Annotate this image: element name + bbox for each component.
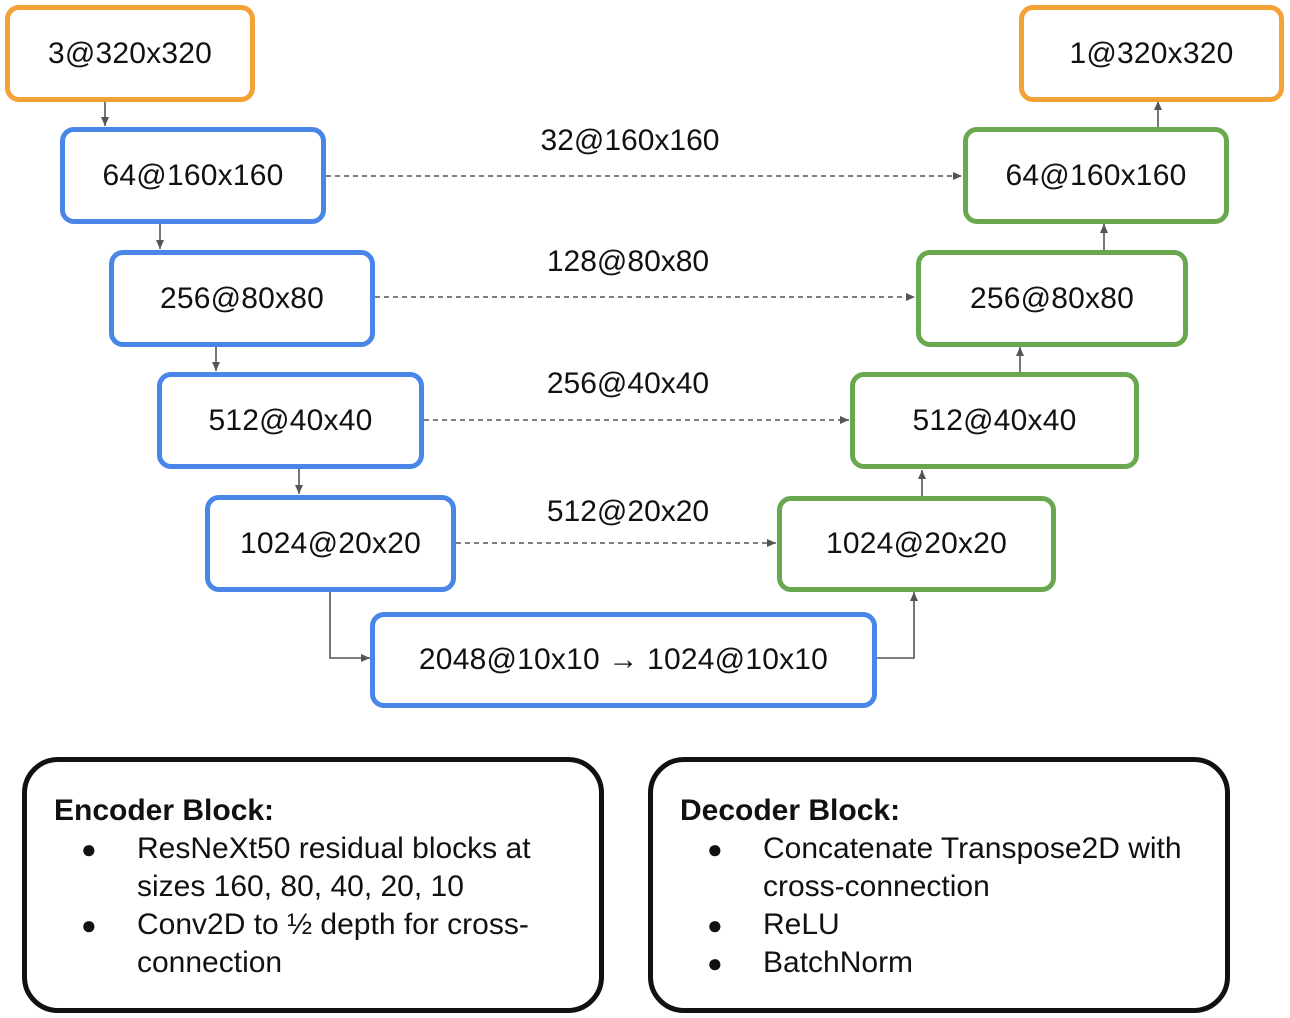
skip-label-2: 128@80x80 — [546, 245, 710, 278]
bullet-icon: ● — [707, 948, 723, 978]
decoder-legend-item: ● ReLU — [680, 906, 1205, 944]
decoder-legend-list: ● Concatenate Transpose2D with cross-con… — [680, 830, 1205, 982]
decoder-legend-text: BatchNorm — [763, 946, 914, 979]
encoder-legend-list: ● ResNeXt50 residual blocks at sizes 160… — [54, 830, 579, 982]
encoder-legend-title: Encoder Block: — [54, 794, 275, 827]
skip-label-3: 256@40x40 — [546, 367, 710, 400]
encoder-node-40: 512@40x40 — [157, 372, 424, 469]
encoder-node-160: 64@160x160 — [60, 127, 326, 224]
encoder-node-20: 1024@20x20 — [205, 495, 456, 592]
output-node: 1@320x320 — [1019, 5, 1284, 102]
arrow-enc4-to-bottleneck — [329, 590, 370, 662]
encoder-legend-text: ResNeXt50 residual blocks at sizes 160, … — [137, 832, 531, 903]
encoder-legend-text: Conv2D to ½ depth for cross-connection — [137, 908, 529, 979]
bullet-icon: ● — [707, 834, 723, 864]
bottleneck-node: 2048@10x10 → 1024@10x10 — [370, 612, 877, 708]
decoder-node-80: 256@80x80 — [916, 250, 1188, 347]
input-node: 3@320x320 — [5, 5, 255, 102]
decoder-legend-text: Concatenate Transpose2D with cross-conne… — [763, 832, 1182, 903]
decoder-node-160: 64@160x160 — [963, 127, 1229, 224]
bullet-icon: ● — [81, 910, 97, 940]
encoder-legend: Encoder Block: ● ResNeXt50 residual bloc… — [22, 757, 604, 1013]
decoder-legend-item: ● BatchNorm — [680, 944, 1205, 982]
arrow-bottleneck-to-dec4 — [875, 592, 918, 659]
decoder-legend-text: ReLU — [763, 908, 840, 941]
decoder-node-20: 1024@20x20 — [777, 496, 1056, 592]
decoder-node-40: 512@40x40 — [850, 372, 1139, 469]
encoder-node-80: 256@80x80 — [109, 250, 375, 347]
encoder-legend-item: ● Conv2D to ½ depth for cross-connection — [54, 906, 579, 982]
bullet-icon: ● — [81, 834, 97, 864]
skip-label-4: 512@20x20 — [546, 495, 710, 528]
decoder-legend-title: Decoder Block: — [680, 794, 901, 827]
decoder-legend-item: ● Concatenate Transpose2D with cross-con… — [680, 830, 1205, 906]
decoder-legend: Decoder Block: ● Concatenate Transpose2D… — [648, 757, 1230, 1013]
skip-label-1: 32@160x160 — [540, 124, 720, 157]
encoder-legend-item: ● ResNeXt50 residual blocks at sizes 160… — [54, 830, 579, 906]
bullet-icon: ● — [707, 910, 723, 940]
